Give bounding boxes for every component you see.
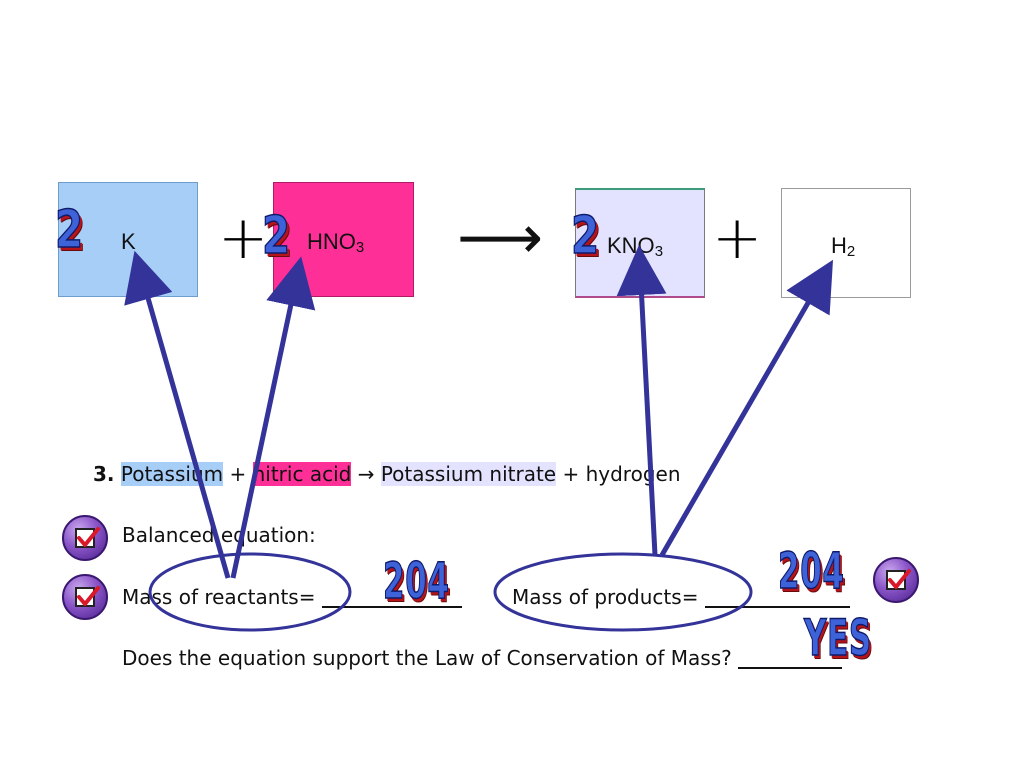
mass-reactants-label: Mass of reactants=	[122, 585, 316, 609]
conservation-blank	[738, 647, 843, 669]
conservation-question: Does the equation support the Law of Con…	[122, 646, 732, 670]
checkbox-checked-icon	[62, 574, 108, 620]
formula-k: K	[121, 229, 136, 254]
conservation-line: Does the equation support the Law of Con…	[122, 646, 843, 670]
word-equation: 3. Potassium + nitric acid → Potassium n…	[93, 462, 681, 486]
reaction-arrow: ⟶	[457, 203, 544, 273]
arrow-to-hydrogen	[659, 259, 834, 557]
mass-products-label: Mass of products=	[512, 585, 699, 609]
product-hydrogen: hydrogen	[585, 462, 681, 486]
reactants-mass-answer: 204	[383, 552, 450, 610]
plus-sign: +	[712, 203, 763, 273]
coefficient: 2	[261, 206, 291, 266]
formula-h2: H2	[831, 233, 856, 260]
plus-sign: +	[218, 203, 269, 273]
checkbox-checked-icon	[873, 557, 919, 603]
formula-hno3: HNO3	[307, 229, 365, 256]
question-number: 3.	[93, 462, 115, 486]
products-mass-answer: 204	[778, 542, 845, 600]
checkbox-checked-icon	[62, 515, 108, 561]
formula-kno3: KNO3	[607, 233, 664, 260]
reactant-potassium: Potassium	[120, 462, 224, 486]
mass-reactants-blank	[321, 586, 462, 608]
product-potassium-nitrate: Potassium nitrate	[380, 462, 557, 486]
coefficient: 2	[570, 206, 600, 266]
reactant-nitric-acid: nitric acid	[252, 462, 352, 486]
arrow-to-potassium-nitrate	[616, 245, 667, 556]
coefficient: 2	[54, 200, 84, 260]
mass-products-blank	[704, 586, 850, 608]
conservation-answer: YES	[804, 609, 872, 667]
balanced-equation-label: Balanced equation:	[122, 523, 316, 547]
